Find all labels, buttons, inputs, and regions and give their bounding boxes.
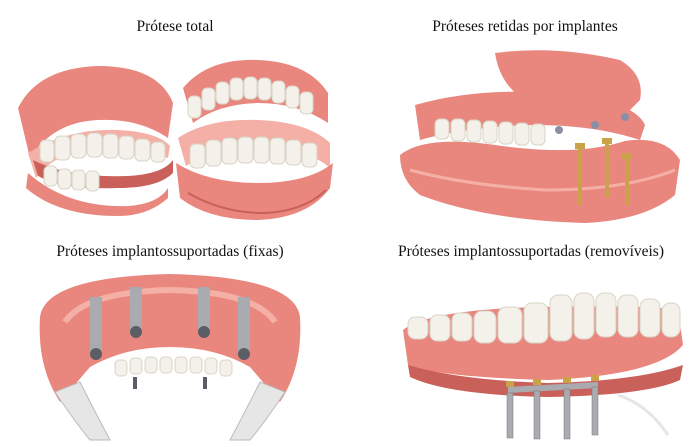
- lower-denture-icon: [176, 60, 333, 220]
- complete-denture-illustration: [8, 48, 338, 223]
- lower-jaw-with-implants-icon: [400, 138, 680, 223]
- fixed-bridge-icon: [40, 274, 301, 440]
- fixed-implant-prosthesis-illustration: [35, 272, 305, 444]
- panel-caption-implant-retained: Próteses retidas por implantes: [400, 18, 650, 36]
- panel-caption-fixed: Próteses implantossuportadas (fixas): [15, 243, 325, 261]
- panel-caption-total: Prótese total: [90, 18, 260, 36]
- implant-retained-denture-illustration: [395, 45, 685, 225]
- removable-implant-prosthesis-illustration: [398, 285, 688, 445]
- panel-caption-removable: Próteses implantossuportadas (removíveis…: [370, 243, 692, 261]
- overdenture-icon: [415, 50, 645, 145]
- removable-denture-icon: [403, 293, 683, 397]
- upper-denture-icon: [18, 66, 173, 216]
